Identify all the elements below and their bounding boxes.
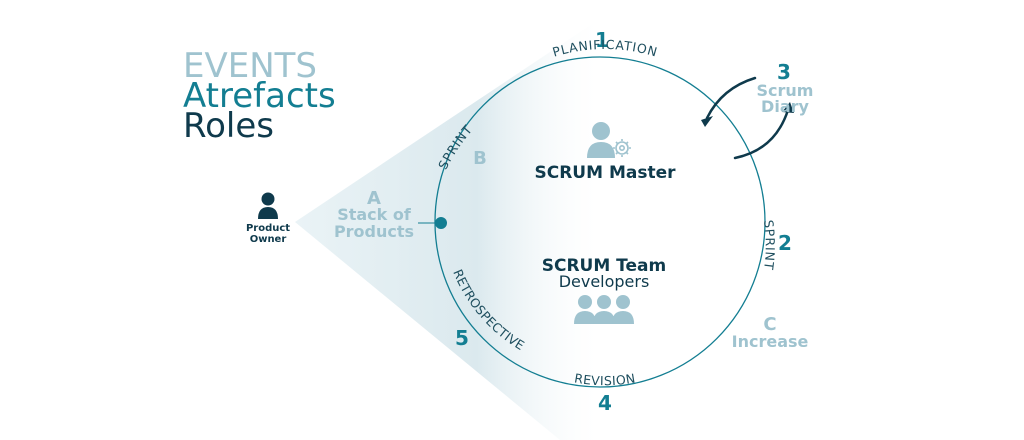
scrum-master-icon [587, 122, 615, 158]
event-3-label-2: Diary [761, 97, 809, 116]
event-1-label: PLANIFICATION [551, 37, 660, 60]
cycle-arrow-head-1 [701, 116, 713, 127]
legend-artefacts: Atrefacts [183, 76, 336, 116]
legend-events: EVENTS [183, 46, 317, 86]
artefact-b-letter: B [473, 148, 487, 169]
cycle-arrow-head-2 [782, 102, 794, 113]
product-owner-icon [258, 192, 278, 219]
event-2-number: 2 [778, 231, 792, 255]
artefact-a-line1: Stack of [337, 205, 412, 224]
event-2-label: SPRINT [761, 219, 778, 271]
scrum-master-label: SCRUM Master [535, 163, 677, 183]
event-3-label-1: Scrum [757, 81, 814, 100]
legend-roles: Roles [183, 106, 274, 146]
event-5-number: 5 [455, 326, 469, 350]
team-icon [574, 295, 634, 324]
product-owner-label-1: Product [246, 223, 290, 234]
artefact-c-letter: C [763, 314, 776, 335]
product-owner-label-2: Owner [250, 234, 287, 245]
gear-icon [613, 139, 631, 157]
scrum-team-label: SCRUM Team [542, 256, 667, 276]
developers-label: Developers [559, 272, 650, 291]
cycle-arrow-icon [705, 76, 790, 160]
product-stack-cone [295, 20, 598, 440]
sprint-cycle-circle [434, 56, 766, 388]
event-4-number: 4 [598, 391, 612, 415]
event-4-label: REVISION [573, 370, 636, 388]
artefact-a-letter: A [367, 188, 381, 209]
event-3-number: 3 [777, 60, 791, 84]
artefact-c-label: Increase [732, 332, 809, 351]
event-1-number: 1 [595, 28, 609, 52]
artefact-a-line2: Products [334, 222, 414, 241]
